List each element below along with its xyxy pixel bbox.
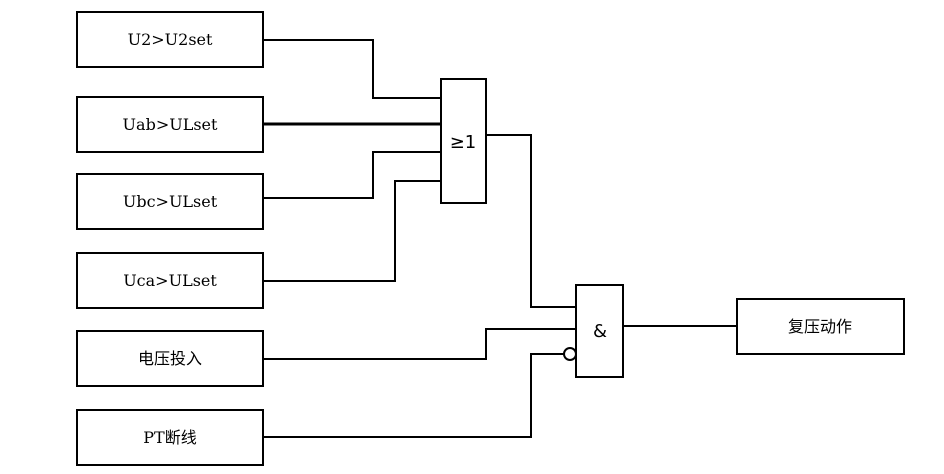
input-voltage-enable: 电压投入 <box>76 330 264 387</box>
input-uab-box <box>76 96 264 153</box>
input-ubc-label: Ubc>ULset <box>123 192 218 211</box>
input-u2-label: U2>U2set <box>128 30 213 49</box>
and-gate-box <box>575 284 624 378</box>
output-label: 复压动作 <box>788 317 852 336</box>
inversion-bubble <box>563 347 577 361</box>
input-u2: U2>U2set <box>76 11 264 68</box>
input-pt-break-box <box>76 409 264 466</box>
wire-ubc-to-or <box>263 151 441 199</box>
input-pt-break-label: PT断线 <box>143 428 196 447</box>
input-pt-break: PT断线 <box>76 409 264 466</box>
or-gate-box <box>440 78 487 204</box>
wire-or-to-and <box>486 134 576 308</box>
input-voltage-enable-box <box>76 330 264 387</box>
input-uca-label: Uca>ULset <box>123 271 217 290</box>
input-ubc-box <box>76 173 264 230</box>
input-uab-label: Uab>ULset <box>123 115 218 134</box>
input-voltage-enable-label: 电压投入 <box>138 349 202 368</box>
input-ubc: Ubc>ULset <box>76 173 264 230</box>
input-uab: Uab>ULset <box>76 96 264 153</box>
input-uca: Uca>ULset <box>76 252 264 309</box>
wire-uca-to-or <box>263 180 441 282</box>
or-gate: ≥1 <box>440 78 487 204</box>
wire-voltage-enable-to-and <box>263 328 576 360</box>
output-box-group: 复压动作 <box>736 298 905 355</box>
input-u2-box <box>76 11 264 68</box>
and-gate-label: & <box>593 321 607 342</box>
wire-u2-to-or <box>263 39 441 99</box>
wire-pt-break-to-and <box>263 353 564 438</box>
and-gate: & <box>575 284 624 378</box>
or-gate-label: ≥1 <box>450 132 477 153</box>
